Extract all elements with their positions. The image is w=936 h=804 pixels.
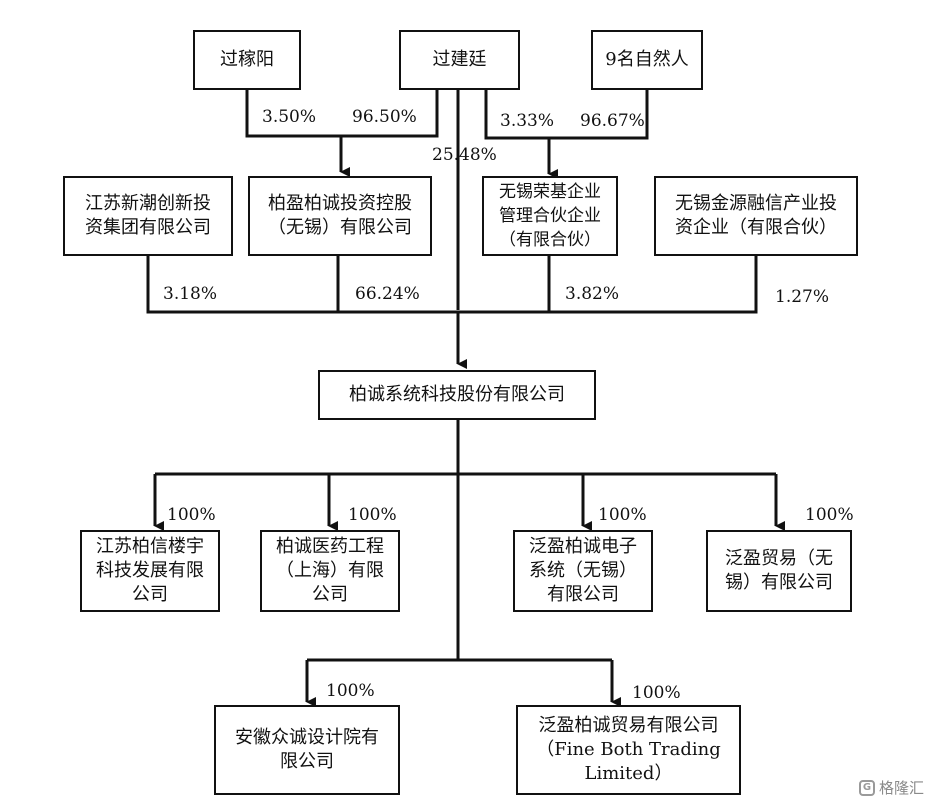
edge-jinyuan-company xyxy=(458,256,758,314)
node-fanying-trading: 泛盈柏诚贸易有限公司 （Fine Both Trading Limited） xyxy=(516,705,741,795)
edge-jiayang-holding xyxy=(245,90,341,138)
watermark-logo-icon: G xyxy=(858,779,875,796)
pct-rongji-to-company: 3.82% xyxy=(565,284,620,304)
watermark-text: 格隆汇 xyxy=(878,779,924,797)
node-nine-persons: 9名自然人 xyxy=(591,30,703,90)
node-baiying-holding: 柏盈柏诚投资控股 （无锡）有限公司 xyxy=(248,176,432,256)
pct-xinchao-to-company: 3.18% xyxy=(163,284,218,304)
pct-holding-to-company: 66.24% xyxy=(355,284,420,304)
node-wuxi-rongji: 无锡荣基企业 管理合伙企业 （有限合伙） xyxy=(482,176,618,256)
watermark: G 格隆汇 xyxy=(858,777,924,798)
pct-jianting-to-holding: 96.50% xyxy=(352,107,417,127)
node-baicheng-pharma: 柏诚医药工程 （上海）有限 公司 xyxy=(260,530,400,612)
node-jiangsu-baixin: 江苏柏信楼宇 科技发展有限 公司 xyxy=(80,530,220,612)
pct-sub-baixin: 100% xyxy=(167,505,216,525)
node-jiangsu-xinchao: 江苏新潮创新投 资集团有限公司 xyxy=(63,176,233,256)
node-guo-jiayang: 过稼阳 xyxy=(193,30,301,90)
node-fanying-electronic: 泛盈柏诚电子 系统（无锡） 有限公司 xyxy=(513,530,653,612)
pct-sub-electronic: 100% xyxy=(598,505,647,525)
pct-sub-trade-wuxi: 100% xyxy=(805,505,854,525)
node-guo-jianting: 过建廷 xyxy=(399,30,520,90)
node-anhui-zhongcheng: 安徽众诚设计院有 限公司 xyxy=(214,705,400,795)
node-fanying-trade-wuxi: 泛盈贸易（无 锡）有限公司 xyxy=(706,530,852,612)
pct-sub-anhui: 100% xyxy=(326,681,375,701)
pct-jiayang-to-holding: 3.50% xyxy=(262,107,317,127)
node-wuxi-jinyuan: 无锡金源融信产业投 资企业（有限合伙） xyxy=(654,176,858,256)
edge-jianting-holding xyxy=(341,90,439,138)
pct-persons-to-rongji: 96.67% xyxy=(580,111,645,131)
edge-persons-rongji xyxy=(549,90,649,140)
pct-sub-pharma: 100% xyxy=(348,505,397,525)
edge-jianting-rongji xyxy=(484,90,549,140)
pct-jinyuan-to-company: 1.27% xyxy=(775,287,830,307)
edge-xinchao-company xyxy=(146,256,458,314)
pct-jianting-to-rongji: 3.33% xyxy=(500,111,555,131)
pct-jianting-direct: 25.48% xyxy=(432,145,497,165)
node-baicheng-system: 柏诚系统科技股份有限公司 xyxy=(318,370,596,420)
pct-sub-trading: 100% xyxy=(632,683,681,703)
